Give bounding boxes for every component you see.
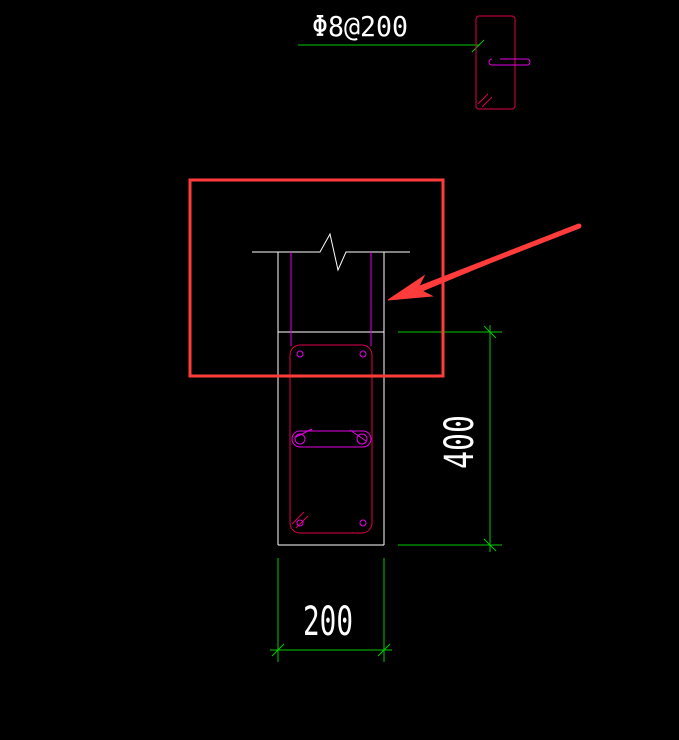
stirrup-detail-outline: [475, 15, 516, 110]
rebar-bottom-right: [359, 519, 367, 527]
height-tick-top: [483, 325, 497, 339]
rebar-spec-label: Φ8@200: [312, 10, 408, 43]
rebar-spec-leader-tick: [471, 39, 485, 53]
width-dim-label: 200: [303, 599, 353, 645]
stirrup-detail-tie: [488, 58, 531, 66]
stirrup-hook-a: [291, 511, 305, 525]
rebar-top-left: [296, 350, 304, 358]
rebar-spec-callout: Φ8@200: [298, 10, 485, 53]
annotation-overlay: [188, 178, 582, 378]
slab-break-line: [252, 232, 410, 272]
width-dimension: 200: [270, 558, 392, 662]
beam-stirrup: [289, 344, 373, 534]
height-dim-label: 400: [437, 415, 483, 469]
rebar-bottom-left: [296, 519, 304, 527]
middle-tie-loop: [291, 430, 372, 448]
tie-hook-left: [295, 428, 313, 438]
stirrup-detail-hook-a: [477, 93, 489, 105]
rebar-dots: [296, 350, 367, 527]
stirrup-detail: [475, 15, 531, 110]
stirrup-detail-hook-b: [481, 96, 493, 108]
side-bar-right: [356, 433, 368, 445]
height-dimension: 400: [398, 325, 502, 552]
width-tick-left: [271, 643, 285, 657]
stirrup-outline: [289, 344, 373, 534]
height-tick-bottom: [483, 538, 497, 552]
annotation-arrow-shaft: [407, 223, 582, 295]
tie-hook-right: [349, 429, 367, 442]
width-tick-right: [377, 643, 391, 657]
rebar-top-right: [359, 350, 367, 358]
stirrup-hook-b: [295, 515, 309, 529]
break-symbol: [252, 232, 410, 272]
beam-outline: [277, 252, 385, 546]
middle-tie: [291, 428, 372, 448]
slab-bars: [290, 252, 372, 346]
highlight-box: [188, 178, 445, 378]
side-bar-left: [294, 433, 306, 445]
